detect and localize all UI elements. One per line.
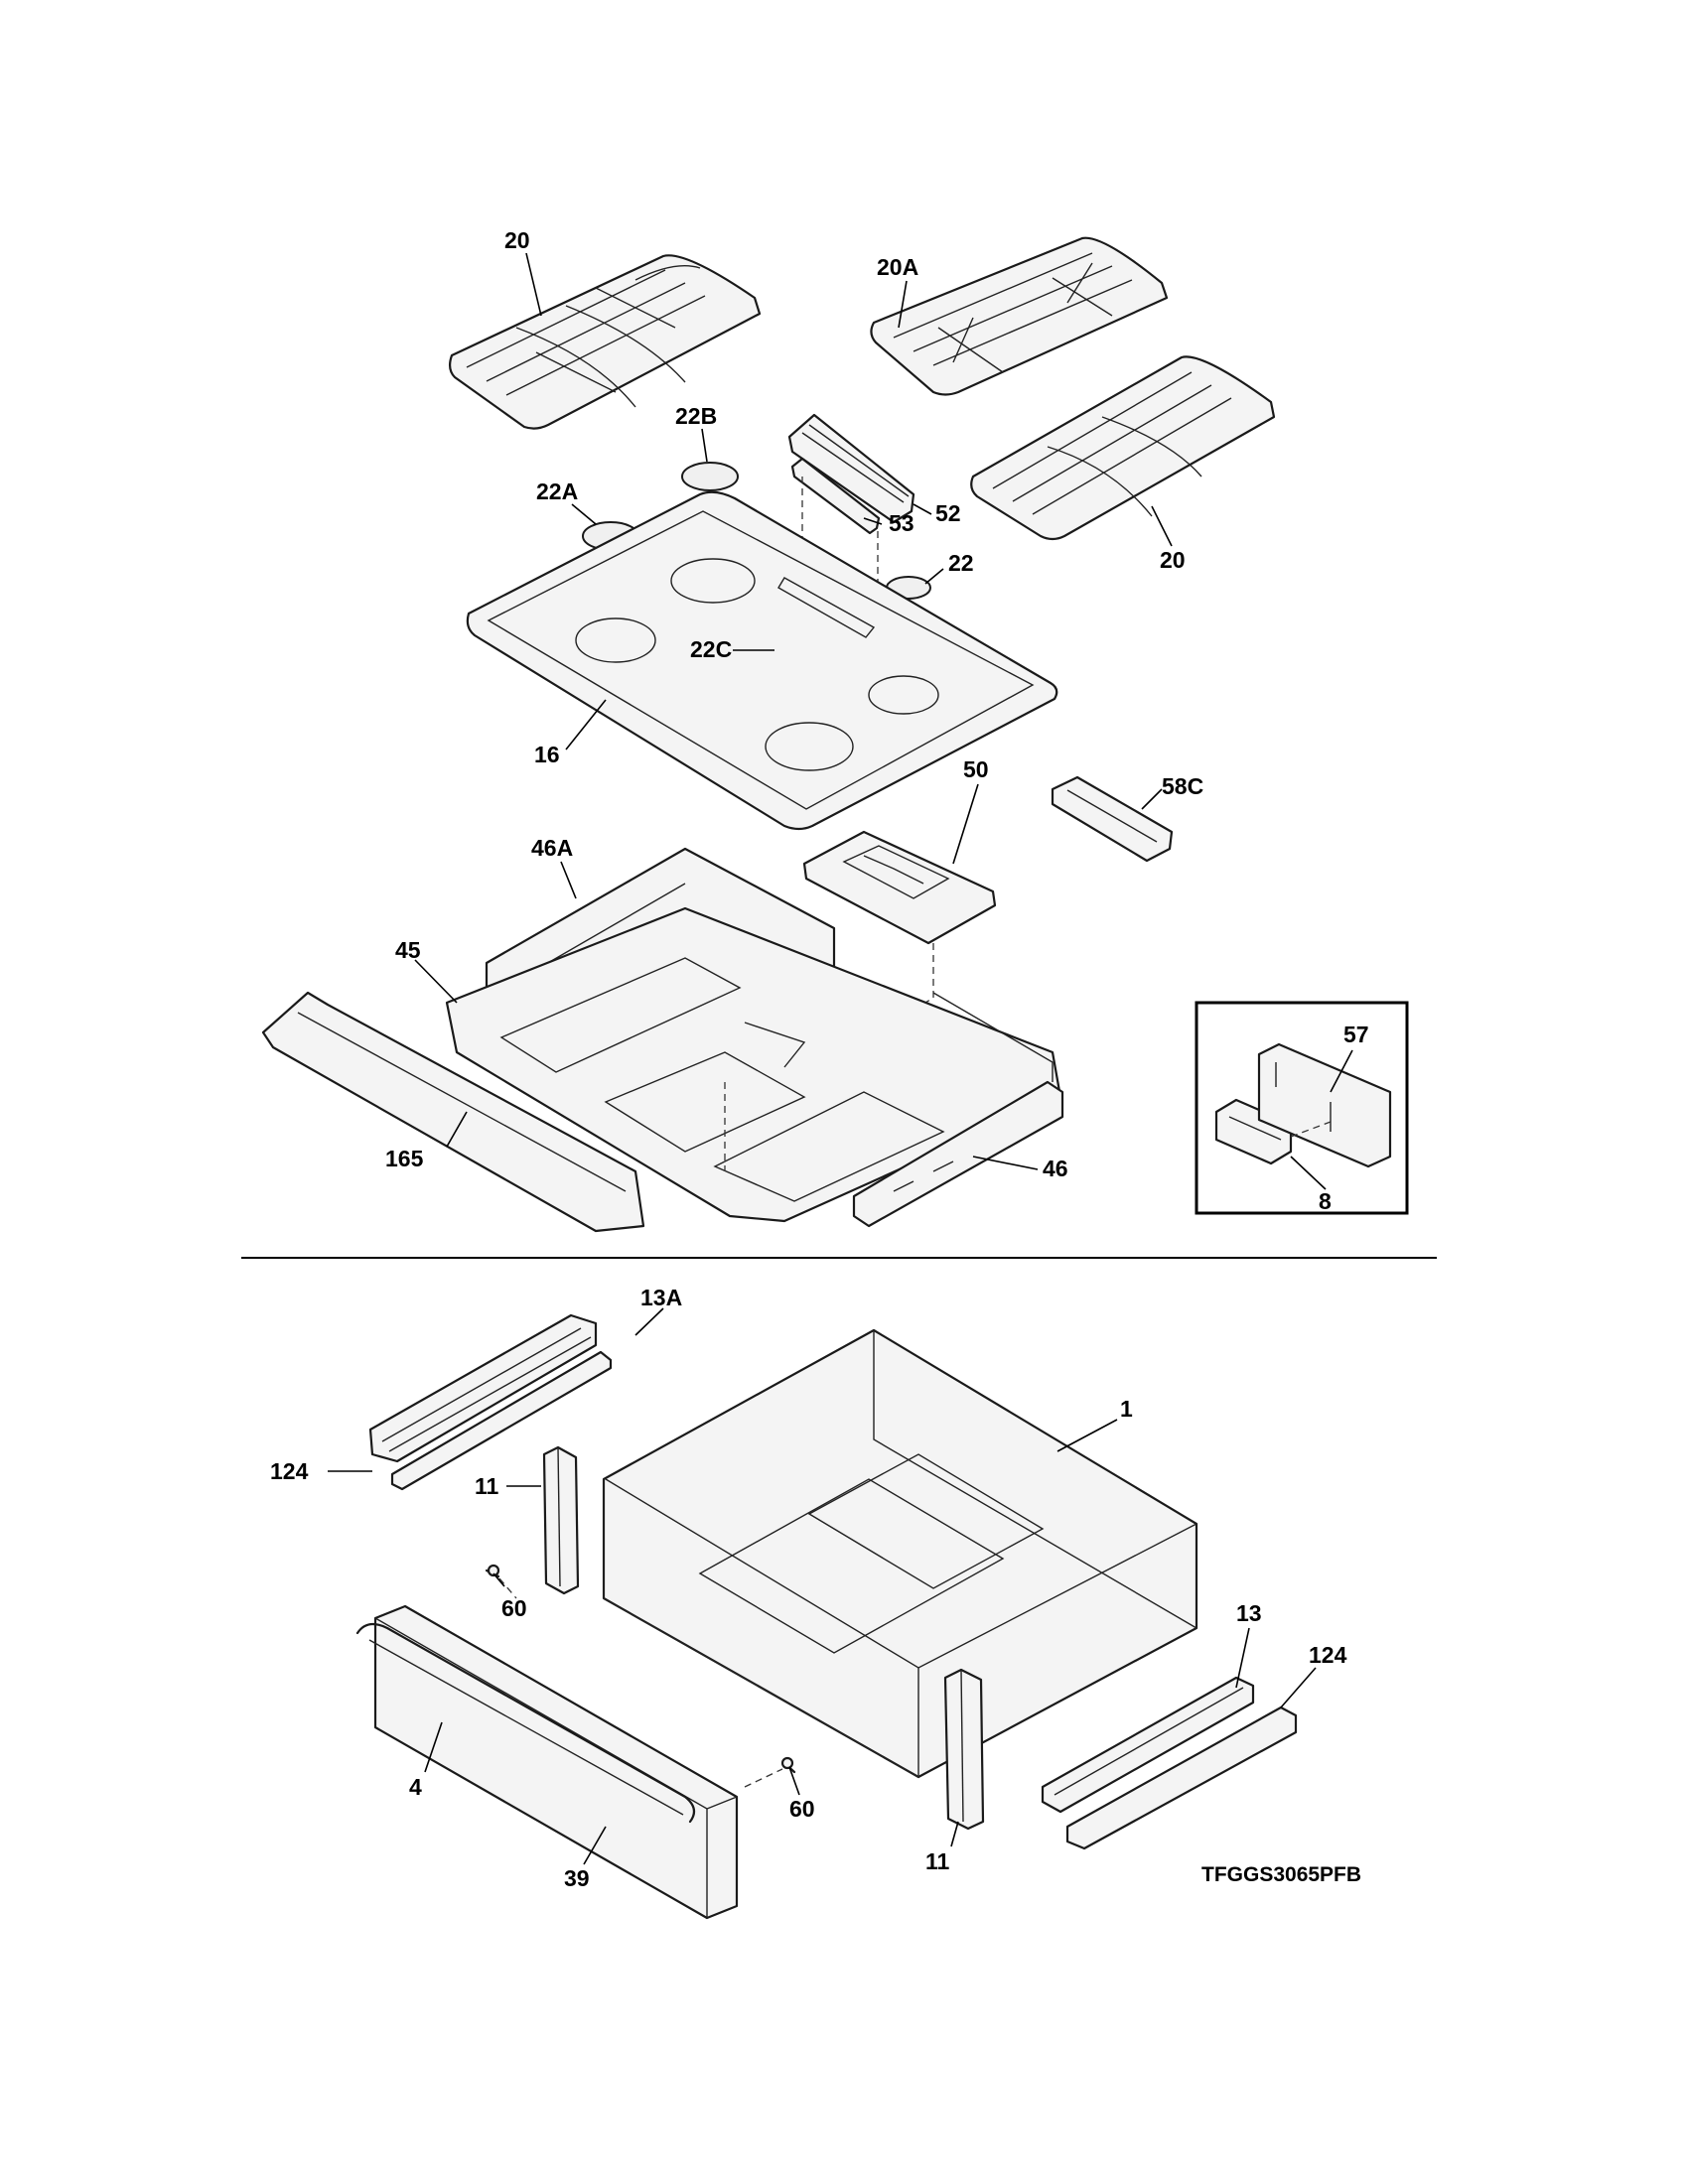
callout-46: 46 [1043,1156,1068,1181]
callout-58c: 58C [1162,773,1203,799]
callout-20-top: 20 [504,227,530,253]
callout-165: 165 [385,1146,424,1171]
model-number: TFGGS3065PFB [1201,1863,1361,1886]
slide-rail-left [368,1313,613,1491]
vent-53 [790,457,881,535]
callout-124-left: 124 [270,1458,309,1484]
callout-22: 22 [948,550,974,576]
callout-13: 13 [1236,1600,1262,1626]
front-rail-165 [261,991,645,1233]
part-58c [1051,775,1174,863]
drawer-handle-39 [355,1622,696,1824]
callout-11-left: 11 [475,1473,499,1499]
callout-50: 50 [963,756,989,782]
burner-box-50 [802,830,997,945]
callout-13a: 13A [640,1285,682,1310]
callout-20-right: 20 [1160,547,1186,573]
drawer-box-1 [602,1328,1198,1779]
callout-53: 53 [889,510,914,536]
callout-22c: 22C [690,636,732,662]
callout-52: 52 [935,500,961,526]
callout-124-right: 124 [1309,1642,1347,1668]
leader-lines [328,252,1353,1865]
callout-60-lower: 60 [789,1796,815,1822]
callout-22b: 22B [675,403,717,429]
grate-20a [870,236,1169,396]
bracket-11-right [943,1668,985,1831]
grate-20-left [448,254,762,430]
callout-57: 57 [1343,1022,1369,1047]
callout-8: 8 [1319,1188,1332,1214]
callout-16: 16 [534,742,560,767]
callout-1: 1 [1120,1396,1133,1422]
callout-4: 4 [409,1774,422,1800]
side-panel-46 [852,992,1064,1228]
grate-20-right [970,355,1276,541]
callout-20a: 20A [877,254,918,280]
callout-46a: 46A [531,835,573,861]
vent-52 [787,413,915,524]
bracket-57 [1257,1042,1392,1168]
screw-60-lower [780,1756,796,1774]
slide-rail-right [1041,1676,1298,1850]
cooktop-16 [466,490,1058,831]
callout-22a: 22A [536,478,578,504]
bracket-11-left [542,1445,580,1595]
callout-60-upper: 60 [501,1595,527,1621]
screw-60-upper [485,1564,500,1578]
callout-11-lower: 11 [925,1848,950,1874]
callout-39: 39 [564,1865,590,1891]
drawer-front-4 [373,1604,739,1920]
callout-45: 45 [395,937,421,963]
